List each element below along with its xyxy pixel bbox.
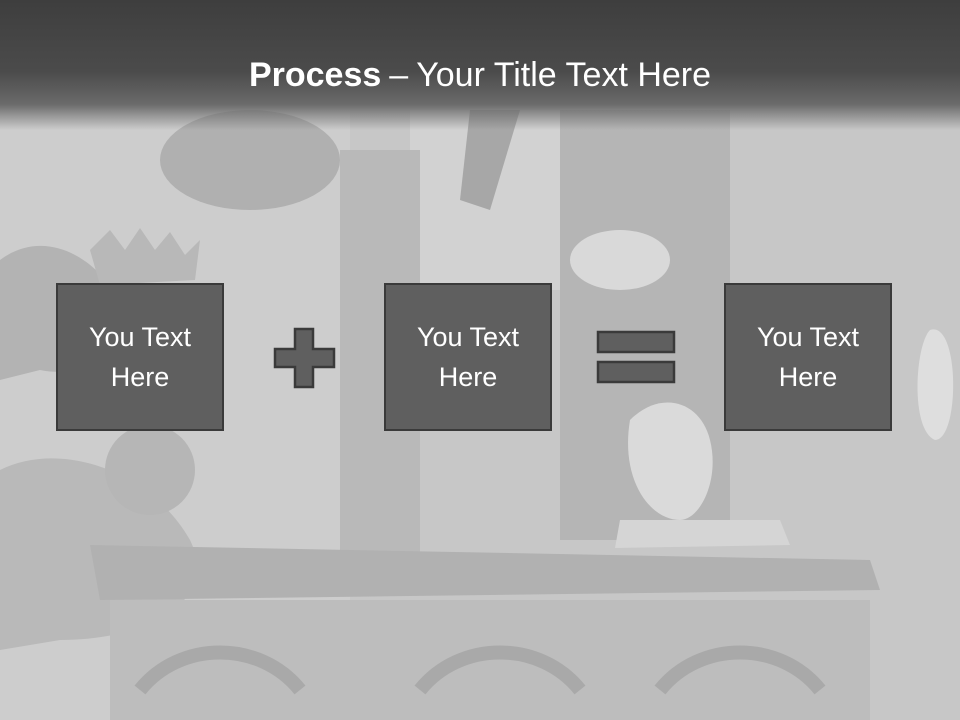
title-bold-word: Process <box>248 56 382 94</box>
process-box-2-text: You Text Here <box>416 322 520 392</box>
process-box-3[interactable]: You Text Here <box>724 283 892 431</box>
title-band <box>0 0 960 130</box>
title-text: Your Title Text Here <box>416 56 712 94</box>
plus-icon <box>273 327 336 389</box>
title-separator: – <box>389 56 409 94</box>
slide-title: Process–Your Title Text Here <box>0 50 960 100</box>
process-box-3-text: You Text Here <box>756 322 860 392</box>
process-box-2[interactable]: You Text Here <box>384 283 552 431</box>
process-box-1-text: You Text Here <box>88 322 192 392</box>
process-box-1[interactable]: You Text Here <box>56 283 224 431</box>
equals-icon <box>596 330 676 384</box>
